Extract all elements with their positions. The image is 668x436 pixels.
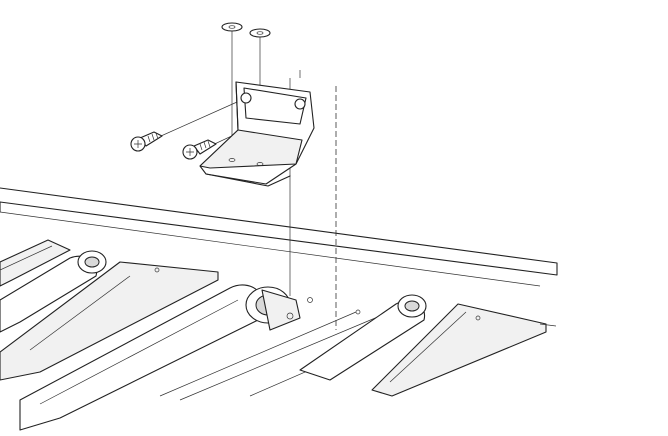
mounting-bracket bbox=[200, 82, 314, 186]
screw bbox=[131, 132, 162, 151]
